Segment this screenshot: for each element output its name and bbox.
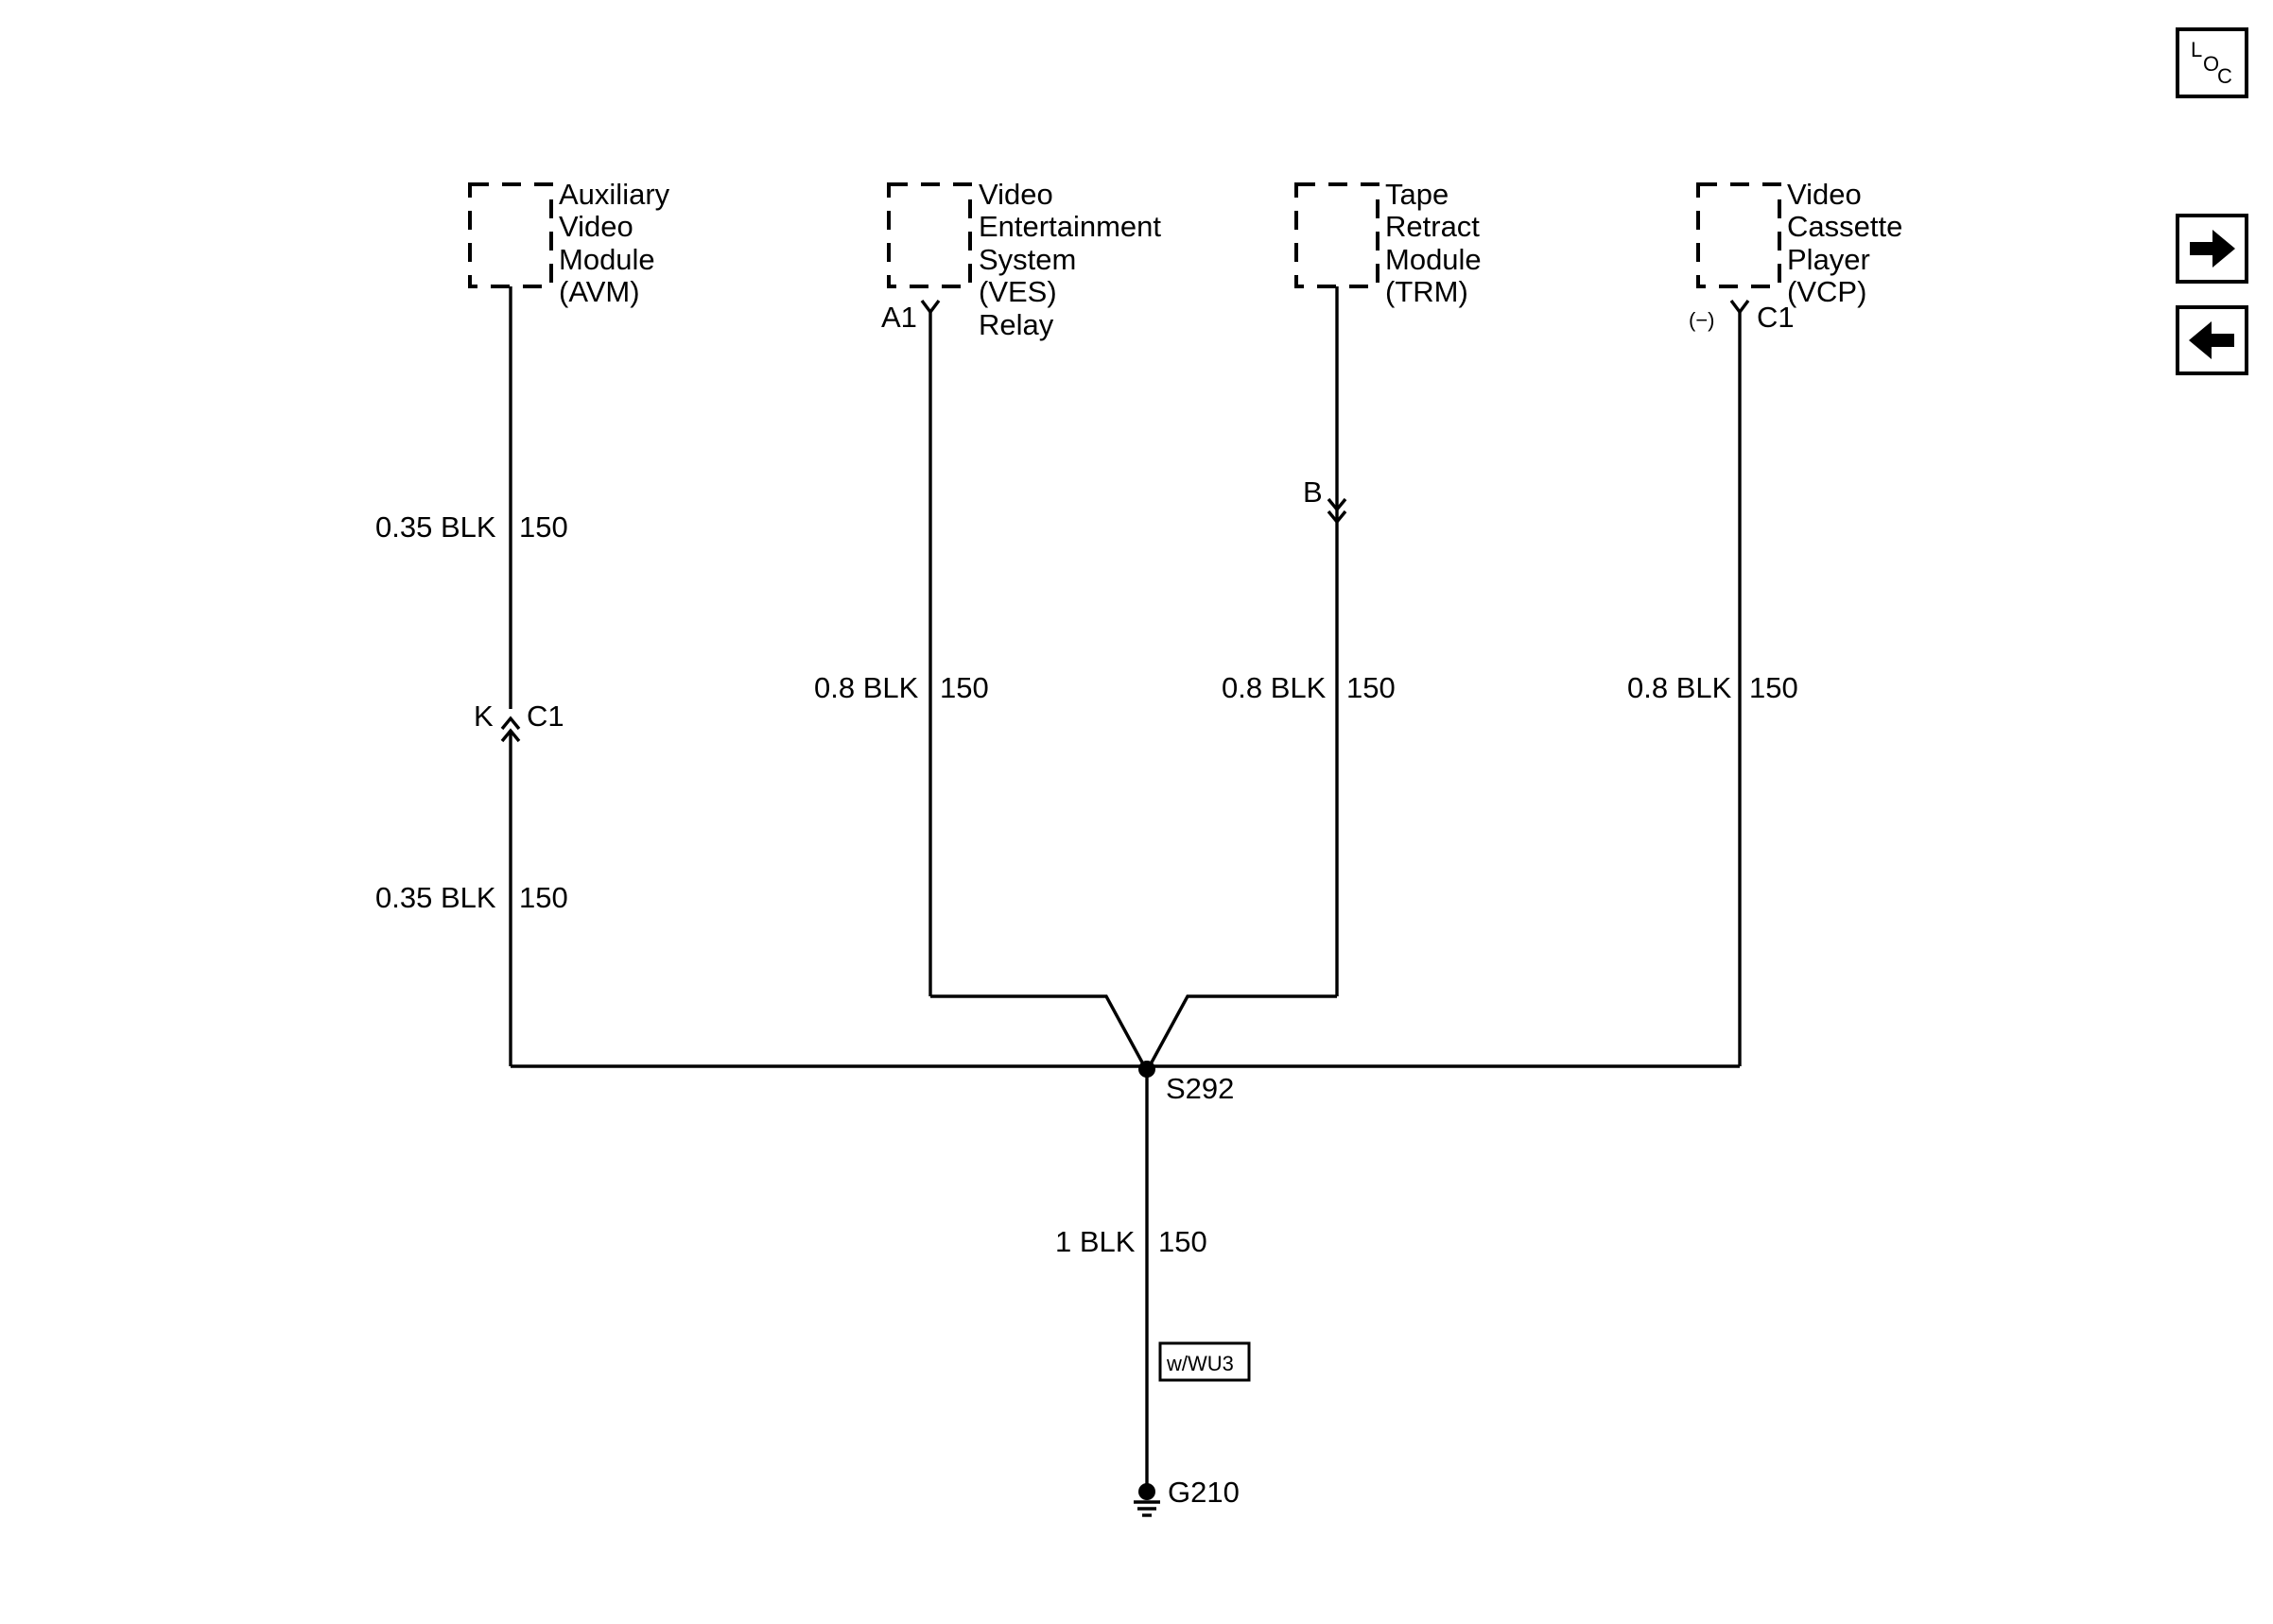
ves-label-4: (VES) bbox=[979, 275, 1057, 308]
ves-box bbox=[887, 182, 972, 288]
avm-lower-circuit: 150 bbox=[519, 881, 568, 914]
ground-wire-size: 1 BLK bbox=[1055, 1225, 1136, 1258]
ves-label-5: Relay bbox=[979, 308, 1054, 341]
trm-label-4: (TRM) bbox=[1385, 275, 1468, 308]
option-box bbox=[1158, 1341, 1251, 1382]
arrow-right-icon bbox=[2190, 230, 2235, 268]
avm-label-1: Auxiliary bbox=[559, 178, 670, 211]
ground-wire-circuit: 150 bbox=[1158, 1225, 1207, 1258]
component-vcp: Video Cassette Player (VCP) (−) C1 bbox=[1689, 178, 1902, 334]
trm-label-1: Tape bbox=[1385, 178, 1449, 211]
vcp-box bbox=[1696, 182, 1781, 288]
avm-label-3: Module bbox=[559, 243, 655, 276]
forward-button[interactable] bbox=[2176, 214, 2248, 284]
ves-wire-size: 0.8 BLK bbox=[814, 671, 919, 704]
avm-connector-pin: K bbox=[474, 700, 494, 733]
ves-label-1: Video bbox=[979, 178, 1053, 211]
avm-connector-label: C1 bbox=[527, 700, 564, 733]
ves-label-2: Entertainment bbox=[979, 210, 1161, 243]
loc-button[interactable]: L O C bbox=[2176, 27, 2248, 98]
connector-b-mark bbox=[1327, 497, 1347, 525]
vcp-wire-size: 0.8 BLK bbox=[1627, 671, 1732, 704]
loc-label-l: L bbox=[2191, 38, 2202, 61]
splice-label: S292 bbox=[1166, 1072, 1234, 1105]
avm-label-2: Video bbox=[559, 210, 633, 243]
wire-ves: 0.8 BLK 150 bbox=[814, 299, 989, 996]
loc-label-c: C bbox=[2217, 64, 2232, 88]
splice-bus: S292 bbox=[511, 994, 1740, 1105]
ves-pin-label: A1 bbox=[881, 301, 917, 334]
ves-label-3: System bbox=[979, 243, 1076, 276]
component-ves-relay: Video Entertainment System (VES) Relay A… bbox=[881, 178, 1161, 341]
loc-label-o: O bbox=[2203, 52, 2219, 76]
back-button[interactable] bbox=[2176, 305, 2248, 375]
ground-label: G210 bbox=[1168, 1476, 1240, 1509]
vcp-label-1: Video bbox=[1787, 178, 1862, 211]
vcp-wire-circuit: 150 bbox=[1749, 671, 1798, 704]
arrow-left-icon bbox=[2189, 321, 2234, 359]
ground-icon: G210 bbox=[1134, 1476, 1240, 1517]
avm-upper-size: 0.35 BLK bbox=[375, 510, 496, 544]
trm-label-2: Retract bbox=[1385, 210, 1480, 243]
vcp-connector-label: C1 bbox=[1757, 301, 1795, 334]
wire-vcp: 0.8 BLK 150 bbox=[1627, 299, 1798, 1066]
trm-wire-size: 0.8 BLK bbox=[1222, 671, 1327, 704]
option-label: w/WU3 bbox=[1166, 1352, 1234, 1375]
avm-box bbox=[468, 182, 553, 288]
component-avm: Auxiliary Video Module (AVM) bbox=[468, 178, 670, 308]
vcp-label-4: (VCP) bbox=[1787, 275, 1866, 308]
vcp-label-2: Cassette bbox=[1787, 210, 1902, 243]
trm-wire-circuit: 150 bbox=[1346, 671, 1396, 704]
component-trm: Tape Retract Module (TRM) bbox=[1294, 178, 1482, 308]
trm-box bbox=[1294, 182, 1379, 288]
ves-wire-circuit: 150 bbox=[940, 671, 989, 704]
vcp-label-3: Player bbox=[1787, 243, 1870, 276]
trm-label-3: Module bbox=[1385, 243, 1482, 276]
wire-ground: 1 BLK 150 w/WU3 bbox=[1055, 1069, 1251, 1492]
vcp-pin-sign: (−) bbox=[1689, 308, 1715, 332]
wire-trm: B 0.8 BLK 150 bbox=[1222, 286, 1396, 996]
avm-lower-size: 0.35 BLK bbox=[375, 881, 496, 914]
avm-upper-circuit: 150 bbox=[519, 510, 568, 544]
trm-connector-pin: B bbox=[1303, 475, 1323, 509]
avm-label-4: (AVM) bbox=[559, 275, 640, 308]
wire-avm: 0.35 BLK 150 K C1 0.35 BLK 150 bbox=[375, 286, 568, 1066]
